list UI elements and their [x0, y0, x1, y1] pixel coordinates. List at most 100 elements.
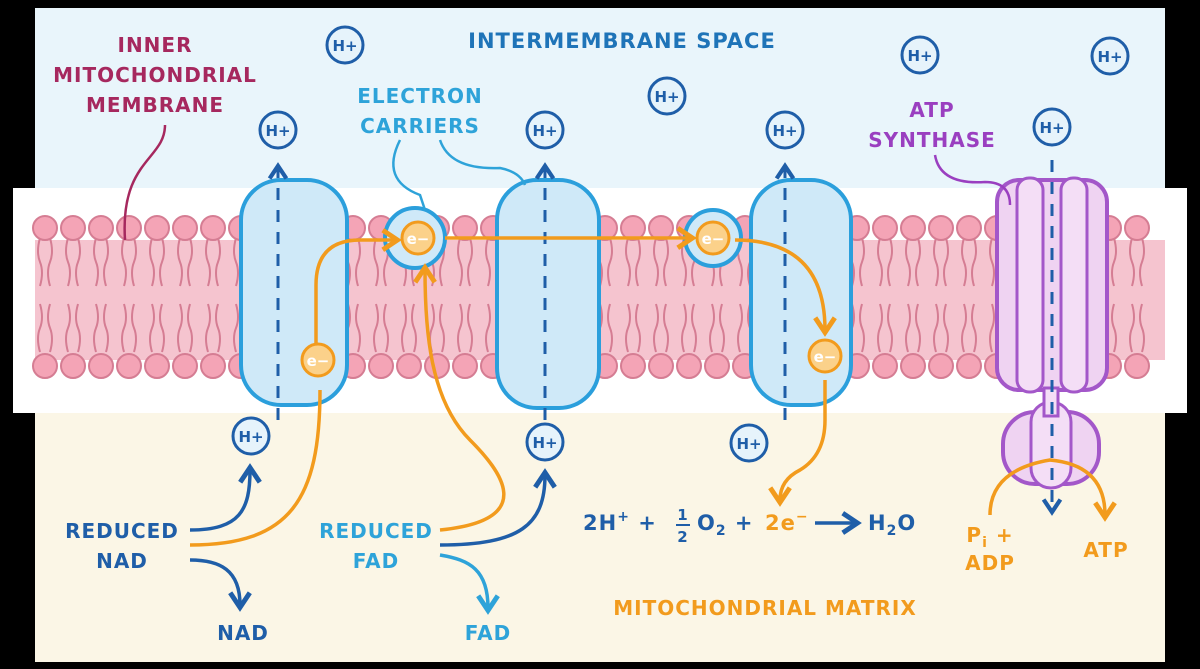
phospholipid-head — [704, 353, 730, 379]
phosphate-to-atp-path — [988, 458, 1117, 522]
phospholipid — [900, 215, 926, 379]
phospholipid-head — [172, 215, 198, 241]
phospholipid-head — [956, 353, 982, 379]
membrane-leader — [123, 124, 167, 241]
electron-token: e− — [807, 338, 843, 374]
eq-water-o: O — [897, 511, 916, 535]
phospholipid-head — [900, 353, 926, 379]
proton-token: H+ — [258, 110, 298, 150]
phospholipid-head — [872, 353, 898, 379]
carrier-leader-2 — [438, 139, 527, 186]
inner-membrane-label-1: INNER — [118, 33, 193, 57]
eq-electrons: 2e — [765, 511, 796, 535]
svg-text:H+: H+ — [736, 435, 761, 453]
eq-water-h: H — [868, 511, 887, 535]
phospholipid-head — [452, 353, 478, 379]
eq-protons-sup: + — [617, 509, 630, 525]
proton-token: H+ — [1032, 107, 1072, 147]
eq-plus-2: + — [727, 511, 754, 535]
eq-fraction-den: 2 — [677, 528, 688, 546]
phospholipid — [928, 215, 954, 379]
fad-proton-arrow — [439, 468, 557, 547]
electron-token: e− — [300, 342, 336, 378]
phospholipid — [200, 215, 226, 379]
proton-token: H+ — [900, 35, 940, 75]
atp-label: ATP — [1083, 538, 1128, 562]
adp-label: ADP — [965, 551, 1015, 575]
phospholipid-head — [928, 215, 954, 241]
svg-text:H+: H+ — [772, 122, 797, 140]
phospholipid — [60, 215, 86, 379]
phospholipid-head — [1124, 215, 1150, 241]
electron-token: e− — [400, 220, 436, 256]
phospholipid-head — [676, 353, 702, 379]
phospholipid-head — [88, 215, 114, 241]
electron-path-nad — [189, 389, 322, 547]
phospholipid-head — [648, 353, 674, 379]
proton-token: H+ — [647, 76, 687, 116]
svg-text:e−: e− — [407, 230, 430, 248]
svg-text:H+: H+ — [907, 47, 932, 65]
phosphate-plus: + — [988, 523, 1014, 547]
eq-plus-1: + — [630, 511, 657, 535]
svg-text:H+: H+ — [238, 428, 263, 446]
intermembrane-space-label: INTERMEMBRANE SPACE — [468, 29, 776, 53]
phosphate-sub: i — [982, 535, 988, 551]
phospholipid-head — [956, 215, 982, 241]
phospholipid-head — [200, 215, 226, 241]
phospholipid — [620, 215, 646, 379]
reduced-fad-label-2: FAD — [353, 549, 399, 573]
proton-token: H+ — [525, 110, 565, 150]
electron-path-complex4 — [734, 238, 837, 337]
phospholipid-head — [200, 353, 226, 379]
svg-text:H+: H+ — [1039, 119, 1064, 137]
proton-token: H+ — [729, 423, 769, 463]
reduced-nad-label-1: REDUCED — [65, 519, 179, 543]
phospholipid — [88, 215, 114, 379]
svg-text:H+: H+ — [532, 434, 557, 452]
electron-carriers-label-1: ELECTRON — [357, 84, 483, 108]
atp-synthase-label-2: SYNTHASE — [868, 128, 996, 152]
phospholipid-head — [620, 353, 646, 379]
nad-product-arrow — [189, 558, 252, 612]
eq-oxygen-sub: 2 — [716, 523, 727, 539]
fad-product-arrow — [439, 553, 500, 615]
phospholipid-head — [88, 353, 114, 379]
phospholipid-head — [928, 353, 954, 379]
phospholipid-head — [32, 215, 58, 241]
phospholipid-head — [172, 353, 198, 379]
carrier-leader-1 — [392, 139, 427, 211]
phospholipid-head — [900, 215, 926, 241]
phospholipid-head — [116, 215, 142, 241]
electron-path-fad — [413, 263, 506, 532]
atp-synthase-label-1: ATP — [909, 98, 954, 122]
reduced-nad-label-2: NAD — [96, 549, 148, 573]
phospholipid — [648, 215, 674, 379]
phospholipid — [32, 215, 58, 379]
phospholipid-head — [648, 215, 674, 241]
svg-text:e−: e− — [307, 352, 330, 370]
svg-text:2H+ +: 2H+ + — [583, 509, 657, 535]
phospholipid-head — [620, 215, 646, 241]
electron-path-water — [768, 380, 827, 507]
phosphate-p: P — [966, 523, 982, 547]
electron-token: e− — [695, 220, 731, 256]
phospholipid-head — [144, 215, 170, 241]
proton-token: H+ — [765, 110, 805, 150]
electron-carriers-label-2: CARRIERS — [360, 114, 480, 138]
atp-synthase — [995, 176, 1109, 490]
svg-text:H+: H+ — [654, 88, 679, 106]
phospholipid — [1124, 215, 1150, 379]
fad-label: FAD — [465, 621, 511, 645]
svg-text:H+: H+ — [332, 37, 357, 55]
proton-token: H+ — [1090, 36, 1130, 76]
eq-water-sub: 2 — [887, 523, 898, 539]
proton-token: H+ — [231, 416, 271, 456]
synthase-leader — [933, 154, 1012, 206]
svg-text:2e−: 2e− — [765, 509, 809, 535]
phospholipid-head — [1124, 353, 1150, 379]
eq-protons: 2H — [583, 511, 617, 535]
phospholipid — [452, 215, 478, 379]
phospholipid-head — [368, 353, 394, 379]
